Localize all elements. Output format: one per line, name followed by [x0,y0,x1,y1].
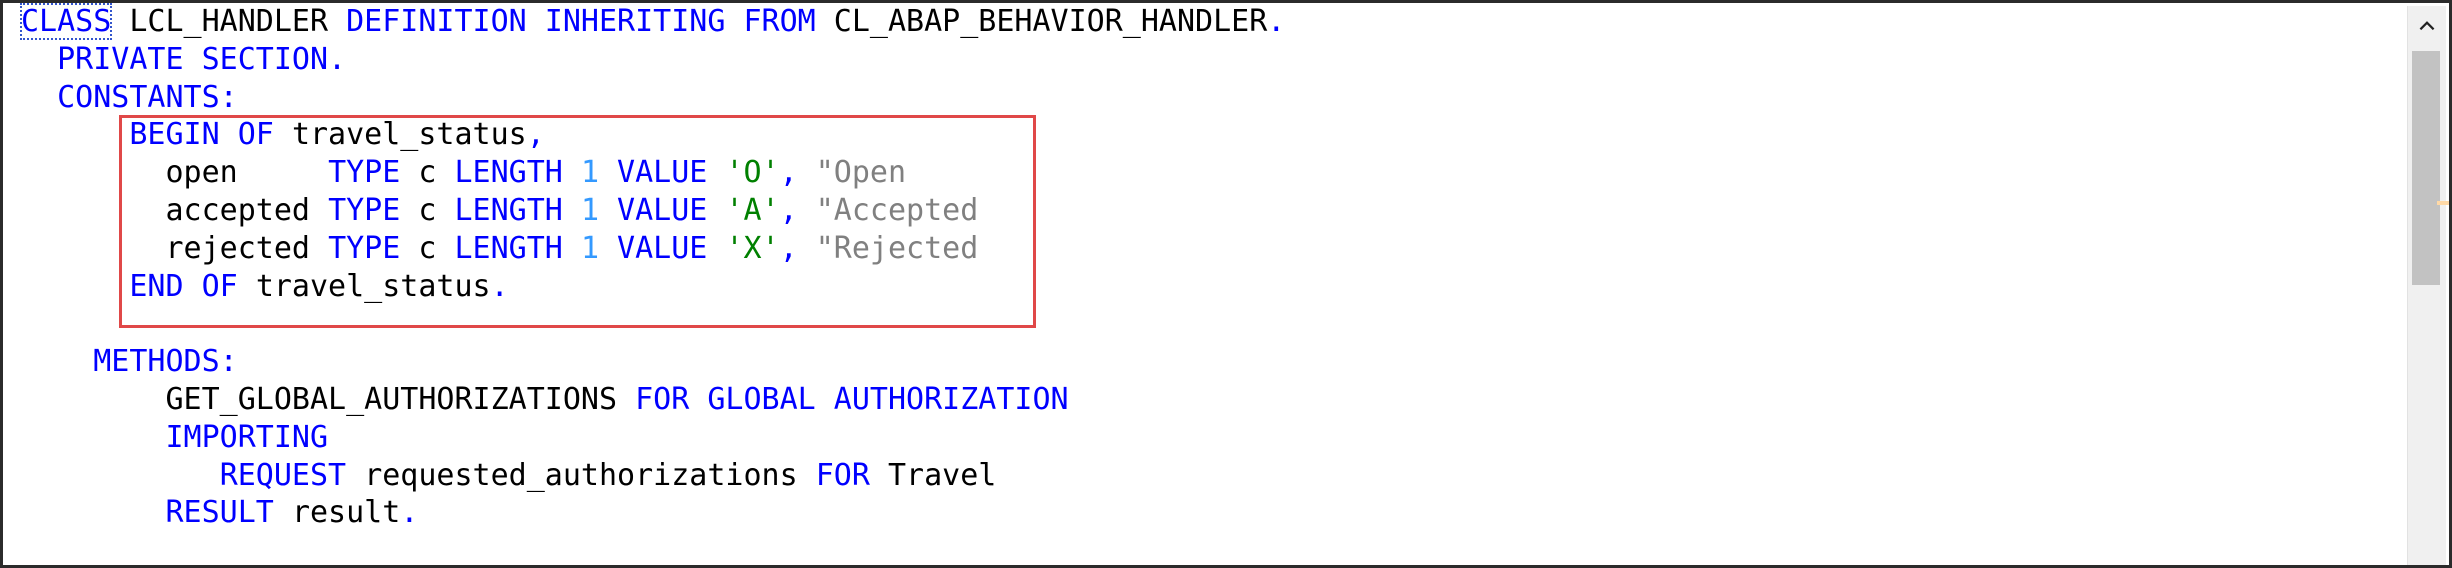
code-line[interactable] [21,305,1285,343]
code-area[interactable]: CLASS LCL_HANDLER DEFINITION INHERITING … [19,3,1286,532]
code-token: , [779,192,816,228]
code-indent [21,42,57,77]
code-line[interactable]: METHODS: [21,343,1285,381]
code-line[interactable]: GET_GLOBAL_AUTHORIZATIONS FOR GLOBAL AUT… [21,381,1285,419]
code-indent [21,382,166,417]
code-token: accepted [165,192,329,228]
code-line[interactable]: END OF travel_status. [21,268,1285,306]
code-token: RESULT [165,495,292,531]
code-token: , [779,155,816,191]
code-token: LENGTH [454,230,581,266]
code-token: . [1267,4,1286,39]
code-line[interactable]: CLASS LCL_HANDLER DEFINITION INHERITING … [19,3,1286,41]
chevron-up-icon [2419,21,2435,31]
code-line[interactable]: REQUEST requested_authorizations FOR Tra… [21,457,1285,495]
code-token: "Rejected [815,230,979,266]
code-indent [21,458,220,493]
code-indent [21,420,166,455]
code-token: REQUEST [219,457,365,493]
code-line[interactable]: BEGIN OF travel_status, [21,116,1285,154]
code-token: rejected [165,230,329,266]
code-token: GET_GLOBAL_AUTHORIZATIONS [165,381,618,417]
code-token: travel_status [291,117,527,153]
code-line[interactable]: CONSTANTS: [21,79,1285,117]
code-token: 'A' [725,192,780,228]
code-indent [21,193,166,228]
code-token: END OF [129,268,256,304]
code-token: 'X' [725,230,780,266]
code-token: "Accepted [815,192,979,228]
code-indent [21,80,57,115]
code-token: FOR [797,457,888,493]
code-indent [21,117,129,152]
code-token: TYPE [328,155,419,191]
code-token: , [779,230,816,266]
code-token: 1 [580,155,599,191]
code-token: LENGTH [454,155,581,191]
code-token: FOR GLOBAL AUTHORIZATION [617,381,1069,417]
code-token: METHODS: [93,344,238,380]
code-token: VALUE [599,155,726,191]
code-indent [21,495,166,530]
code-token: open [165,155,329,191]
code-line[interactable]: rejected TYPE c LENGTH 1 VALUE 'X', "Rej… [21,230,1285,268]
code-token: . [490,268,509,304]
code-indent [21,344,93,379]
code-token [111,4,129,39]
code-token: c [418,155,455,191]
code-token: TYPE [328,192,419,228]
code-token: LCL_HANDLER [129,4,329,39]
code-line[interactable]: RESULT result. [21,494,1285,532]
code-token: requested_authorizations [364,457,798,493]
code-token: "Open [815,155,907,191]
code-token: LENGTH [454,192,581,228]
code-line[interactable]: accepted TYPE c LENGTH 1 VALUE 'A', "Acc… [21,192,1285,230]
code-token: VALUE [599,230,726,266]
code-token: 1 [580,230,599,266]
code-indent [21,231,166,266]
code-token: . [400,495,419,531]
code-indent [21,155,166,190]
code-token: IMPORTING [165,419,329,455]
code-token: TYPE [328,230,419,266]
code-token: VALUE [599,192,726,228]
code-token: 'O' [725,155,780,191]
code-token: , [526,117,545,153]
code-token: PRIVATE SECTION. [57,41,347,77]
code-token: c [418,230,455,266]
code-token: DEFINITION INHERITING FROM [328,4,834,39]
scroll-up-button[interactable] [2408,6,2446,46]
code-token: CONSTANTS: [57,79,238,115]
code-line[interactable]: IMPORTING [21,419,1285,457]
code-token: result [291,495,401,531]
code-token: BEGIN OF [129,117,292,153]
overview-ruler-marker [2437,201,2449,205]
code-token: CLASS [19,3,113,40]
code-indent [21,269,129,304]
code-token: travel_status [255,268,491,304]
code-token: Travel [887,457,997,493]
code-token: CL_ABAP_BEHAVIOR_HANDLER [833,4,1268,39]
code-line[interactable]: open TYPE c LENGTH 1 VALUE 'O', "Open [21,154,1285,192]
code-token: 1 [580,192,599,228]
code-token: c [418,192,455,228]
scrollbar-thumb[interactable] [2412,51,2440,285]
code-line[interactable]: PRIVATE SECTION. [21,41,1285,79]
